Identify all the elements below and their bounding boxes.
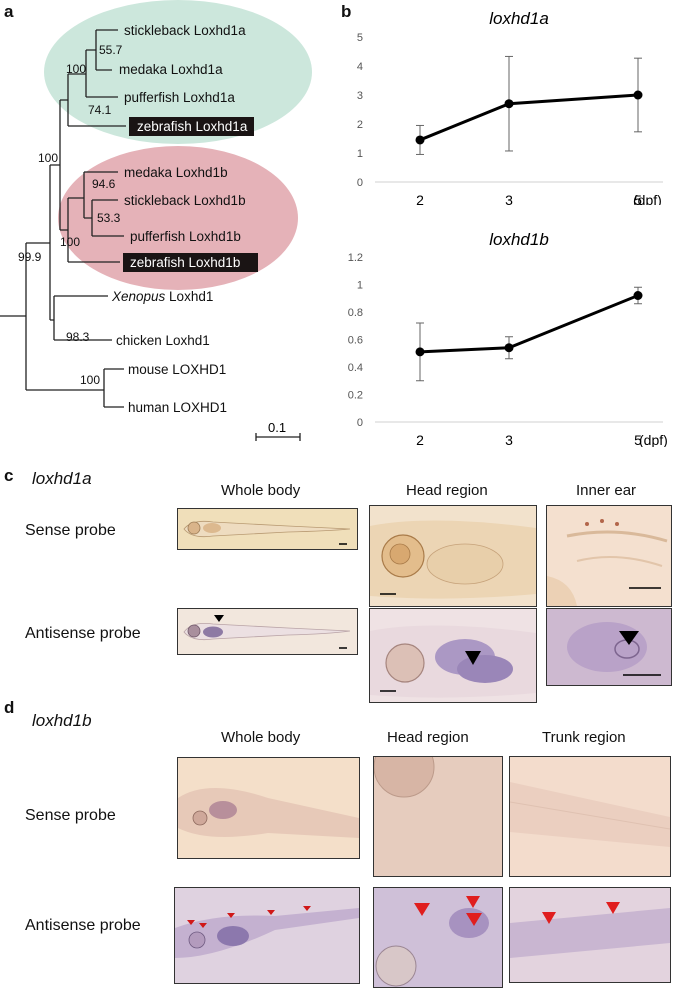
bootstrap-value: 98.3 bbox=[66, 330, 90, 344]
x-tick-label: 2 bbox=[416, 192, 424, 205]
bootstrap-value: 53.3 bbox=[97, 211, 121, 225]
data-point bbox=[504, 343, 514, 353]
y-tick-label: 4 bbox=[357, 61, 363, 73]
loxhd1a-clade-highlight bbox=[44, 0, 312, 144]
tree-taxa-labels: stickleback Loxhd1a medaka Loxhd1a puffe… bbox=[111, 23, 258, 415]
y-tick-label: 0.6 bbox=[348, 335, 363, 347]
series-line bbox=[419, 93, 639, 142]
x-unit-label: (dpf) bbox=[639, 432, 668, 447]
section-c-gene-title: loxhd1a bbox=[32, 469, 92, 488]
x-tick-label: 5 bbox=[634, 432, 642, 447]
taxon-label: stickleback Loxhd1b bbox=[124, 193, 246, 208]
y-tick-label: 0.8 bbox=[348, 307, 363, 319]
data-point bbox=[415, 347, 425, 357]
taxon-label-highlight: zebrafish Loxhd1a bbox=[137, 119, 248, 134]
taxon-label: medaka Loxhd1a bbox=[119, 62, 223, 77]
bootstrap-value: 100 bbox=[38, 151, 58, 165]
x-tick-label: 3 bbox=[505, 192, 513, 205]
phylogenetic-tree: stickleback Loxhd1a medaka Loxhd1a puffe… bbox=[0, 0, 312, 441]
x-tick-label: 5 bbox=[634, 192, 642, 205]
y-tick-label: 3 bbox=[357, 90, 363, 102]
y-tick-label: 0.2 bbox=[348, 390, 363, 402]
taxon-label: Xenopus Loxhd1 bbox=[111, 289, 213, 304]
d-antisense-head-region-image bbox=[373, 887, 503, 988]
chart-title: loxhd1b bbox=[489, 230, 549, 249]
bootstrap-value: 94.6 bbox=[92, 177, 116, 191]
data-point bbox=[633, 291, 643, 300]
y-tick-label: 1 bbox=[357, 148, 363, 160]
c-sense-whole-body-image bbox=[177, 508, 358, 550]
taxon-label: pufferfish Loxhd1b bbox=[130, 229, 241, 244]
data-point bbox=[504, 99, 514, 109]
line-chart-loxhd1b: loxhd1b 0 0.2 0.4 0.6 0.8 1 1.2 2 3 5(dpf) bbox=[348, 230, 668, 447]
x-tick-label: 3 bbox=[505, 432, 513, 447]
y-tick-label: 0.4 bbox=[348, 362, 363, 374]
taxon-label-rest: Loxhd1 bbox=[165, 289, 213, 304]
c-antisense-head-region-image bbox=[369, 608, 537, 703]
bootstrap-value: 99.9 bbox=[18, 250, 42, 264]
tree-branches bbox=[0, 29, 301, 441]
d-sense-trunk-region-image bbox=[509, 756, 671, 877]
c-antisense-whole-body-image bbox=[177, 608, 358, 655]
zebrafish-loxhd1a-highlight-box bbox=[129, 117, 254, 136]
data-point bbox=[633, 90, 643, 100]
bootstrap-values: 55.7 100 74.1 100 94.6 53.3 100 99.9 98.… bbox=[18, 43, 123, 387]
y-tick-label: 0 bbox=[357, 417, 363, 429]
row-label: Sense probe bbox=[25, 807, 116, 824]
y-tick-label: 0 bbox=[357, 177, 363, 189]
row-label: Sense probe bbox=[25, 522, 116, 539]
chart-title: loxhd1a bbox=[489, 9, 549, 28]
zebrafish-loxhd1b-highlight-box bbox=[123, 253, 258, 272]
y-tick-label: 1 bbox=[357, 280, 363, 292]
d-antisense-whole-body-image bbox=[174, 887, 360, 984]
y-tick-label: 5 bbox=[357, 32, 363, 44]
d-sense-whole-body-image bbox=[177, 757, 360, 859]
taxon-label: stickleback Loxhd1a bbox=[124, 23, 246, 38]
column-header: Inner ear bbox=[576, 482, 637, 499]
panel-letter-c: c bbox=[4, 466, 14, 485]
taxon-label: mouse LOXHD1 bbox=[128, 362, 226, 377]
column-header: Trunk region bbox=[542, 729, 626, 746]
panel-letter-b: b bbox=[341, 2, 352, 21]
panel-letter-d: d bbox=[4, 698, 15, 717]
d-antisense-trunk-region-image bbox=[509, 887, 671, 983]
d-sense-head-region-image bbox=[373, 756, 503, 877]
c-sense-head-region-image bbox=[369, 505, 537, 607]
data-point bbox=[415, 135, 425, 145]
x-tick-label: 2 bbox=[416, 432, 424, 447]
row-label: Antisense probe bbox=[25, 917, 141, 934]
column-header: Head region bbox=[387, 729, 469, 746]
taxon-label-highlight: zebrafish Loxhd1b bbox=[130, 255, 240, 270]
c-sense-inner-ear-image bbox=[546, 505, 672, 607]
scale-bar-label: 0.1 bbox=[268, 420, 286, 435]
c-antisense-inner-ear-image bbox=[546, 608, 672, 686]
taxon-label: medaka Loxhd1b bbox=[124, 165, 228, 180]
taxon-label-italic: Xenopus bbox=[111, 289, 166, 304]
taxon-label: human LOXHD1 bbox=[128, 400, 227, 415]
y-tick-label: 1.2 bbox=[348, 252, 363, 264]
bootstrap-value: 100 bbox=[66, 62, 86, 76]
column-header: Whole body bbox=[221, 729, 301, 746]
x-unit-label: (dpf) bbox=[633, 192, 662, 205]
taxon-label: chicken Loxhd1 bbox=[116, 333, 210, 348]
column-header: Head region bbox=[406, 482, 488, 499]
y-tick-label: 2 bbox=[357, 119, 363, 131]
series-line bbox=[419, 294, 639, 354]
taxon-label: pufferfish Loxhd1a bbox=[124, 90, 235, 105]
bootstrap-value: 100 bbox=[60, 235, 80, 249]
panel-letter-a: a bbox=[4, 2, 14, 21]
bootstrap-value: 55.7 bbox=[99, 43, 123, 57]
section-d-gene-title: loxhd1b bbox=[32, 711, 92, 730]
column-header: Whole body bbox=[221, 482, 301, 499]
row-label: Antisense probe bbox=[25, 625, 141, 642]
bootstrap-value: 100 bbox=[80, 373, 100, 387]
bootstrap-value: 74.1 bbox=[88, 103, 112, 117]
